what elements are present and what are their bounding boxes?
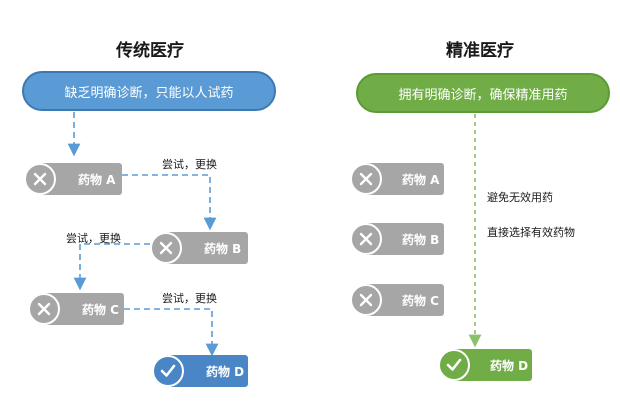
try-label: 尝试，更换 bbox=[162, 158, 217, 171]
try-label: 尝试，更换 bbox=[66, 232, 121, 245]
x-icon bbox=[150, 232, 182, 264]
drug-label: 药物 D bbox=[206, 364, 245, 379]
right-title: 精准医疗 bbox=[446, 41, 514, 61]
x-icon bbox=[28, 293, 60, 325]
drug-label: 药物 C bbox=[402, 293, 439, 308]
left-banner: 缺乏明确诊断，只能以人试药 bbox=[22, 71, 276, 111]
x-icon bbox=[350, 223, 382, 255]
try-label: 尝试，更换 bbox=[162, 292, 217, 305]
check-icon bbox=[438, 349, 470, 381]
left-flow-lines bbox=[67, 112, 219, 357]
drug-label: 药物 B bbox=[402, 232, 440, 247]
drug-label: 药物 D bbox=[490, 358, 529, 373]
right-banner: 拥有明确诊断，确保精准用药 bbox=[356, 73, 610, 113]
check-icon bbox=[152, 355, 184, 387]
x-icon bbox=[24, 163, 56, 195]
left-drug-b: 药物 B bbox=[166, 232, 248, 264]
left-title: 传统医疗 bbox=[116, 41, 184, 61]
drug-label: 药物 A bbox=[78, 172, 116, 187]
x-icon bbox=[350, 284, 382, 316]
x-icon bbox=[350, 163, 382, 195]
drug-label: 药物 C bbox=[82, 302, 119, 317]
drug-label: 药物 A bbox=[402, 172, 440, 187]
drug-label: 药物 B bbox=[204, 241, 242, 256]
note-avoid: 避免无效用药 bbox=[487, 191, 553, 204]
note-direct: 直接选择有效药物 bbox=[487, 226, 575, 239]
